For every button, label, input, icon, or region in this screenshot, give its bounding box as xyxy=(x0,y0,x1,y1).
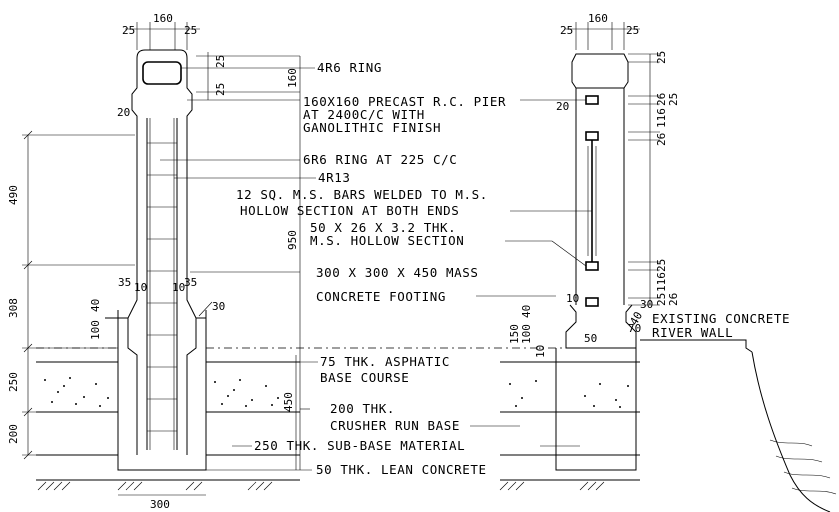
dim-top-160: 160 xyxy=(153,12,173,25)
label-precast-pier-2: AT 2400C/C WITH xyxy=(303,107,425,122)
dim-450: 450 xyxy=(282,392,295,412)
label-sub-base: 250 THK. SUB-BASE MATERIAL xyxy=(254,438,465,453)
dim-300: 300 xyxy=(150,498,170,511)
leader-lines xyxy=(160,67,592,471)
dim-r-side-20: 20 xyxy=(556,100,569,113)
dim-r-top-25a: 25 xyxy=(560,24,573,37)
dim-100: 100 xyxy=(89,320,102,340)
label-hollow-section-2: M.S. HOLLOW SECTION xyxy=(310,233,464,248)
dim-10a: 10 xyxy=(134,281,147,294)
dim-r-26a: 26 xyxy=(655,93,668,106)
dim-r-26c: 26 xyxy=(667,293,680,306)
dim-250: 250 xyxy=(7,372,20,392)
label-river-wall-2: RIVER WALL xyxy=(652,325,733,340)
label-sq-bars-2: HOLLOW SECTION AT BOTH ENDS xyxy=(240,203,459,218)
label-sq-bars-1: 12 SQ. M.S. BARS WELDED TO M.S. xyxy=(236,187,488,202)
label-crusher-run-1: 200 THK. xyxy=(330,401,395,416)
dim-r-40: 40 xyxy=(520,305,533,318)
label-crusher-run-2: CRUSHER RUN BASE xyxy=(330,418,460,433)
dim-top-25b: 25 xyxy=(184,24,197,37)
dim-10b: 10 xyxy=(172,281,185,294)
label-asphaltic-1: 75 THK. ASPHATIC xyxy=(320,354,450,369)
dim-r-40b: 40 xyxy=(627,310,645,328)
ground-hatch xyxy=(37,481,605,491)
label-4r13: 4R13 xyxy=(318,170,351,185)
dim-308: 308 xyxy=(7,298,20,318)
dim-ring-25a: 25 xyxy=(214,55,227,68)
right-pier-section: 160 25 25 25 26 25 116 26 xyxy=(508,12,837,512)
label-footing-2: CONCRETE FOOTING xyxy=(316,289,446,304)
label-river-wall-1: EXISTING CONCRETE xyxy=(652,311,790,326)
dim-r-116b: 116 xyxy=(655,272,668,292)
dim-r-25a: 25 xyxy=(655,51,668,64)
dim-35a: 35 xyxy=(118,276,131,289)
dim-35b: 35 xyxy=(184,276,197,289)
dim-30: 30 xyxy=(212,300,225,313)
dim-r-100: 100 xyxy=(520,324,533,344)
label-asphaltic-2: BASE COURSE xyxy=(320,370,409,385)
label-4r6-ring: 4R6 RING xyxy=(317,60,382,75)
dim-r-top-160: 160 xyxy=(588,12,608,25)
ground-layers xyxy=(36,347,640,491)
dim-r-30: 30 xyxy=(640,298,653,311)
dim-r-top-25b: 25 xyxy=(626,24,639,37)
dim-r-10b: 10 xyxy=(534,345,547,358)
aggregate-hatch xyxy=(44,377,629,408)
dim-ring-160: 160 xyxy=(286,68,299,88)
dim-200: 200 xyxy=(7,424,20,444)
dim-r-50: 50 xyxy=(584,332,597,345)
dim-r-10: 10 xyxy=(566,292,579,305)
dim-ring-25b: 25 xyxy=(214,83,227,96)
dim-40: 40 xyxy=(89,299,102,312)
dim-r-116a: 116 xyxy=(655,108,668,128)
dim-r-25d: 25 xyxy=(655,293,668,306)
label-precast-pier-3: GANOLITHIC FINISH xyxy=(303,120,441,135)
label-hollow-section-1: 50 X 26 X 3.2 THK. xyxy=(310,220,456,235)
label-footing-1: 300 X 300 X 450 MASS xyxy=(316,265,479,280)
dim-top-25a: 25 xyxy=(122,24,135,37)
left-pier-section: 160 25 25 xyxy=(7,12,301,511)
dim-r-70: 70 xyxy=(628,322,641,335)
label-precast-pier-1: 160X160 PRECAST R.C. PIER xyxy=(303,94,506,109)
dim-r-25b: 25 xyxy=(667,93,680,106)
label-lean-concrete: 50 THK. LEAN CONCRETE xyxy=(316,462,487,477)
dim-r-26b: 26 xyxy=(655,133,668,146)
annotation-labels: 4R6 RING 160X160 PRECAST R.C. PIER AT 24… xyxy=(236,60,790,477)
dim-950: 950 xyxy=(286,230,299,250)
label-6r6-ring: 6R6 RING AT 225 C/C xyxy=(303,152,457,167)
dim-490: 490 xyxy=(7,185,20,205)
dim-r-25c: 25 xyxy=(655,259,668,272)
dim-r-150: 150 xyxy=(508,324,521,344)
dim-side-20: 20 xyxy=(117,106,130,119)
